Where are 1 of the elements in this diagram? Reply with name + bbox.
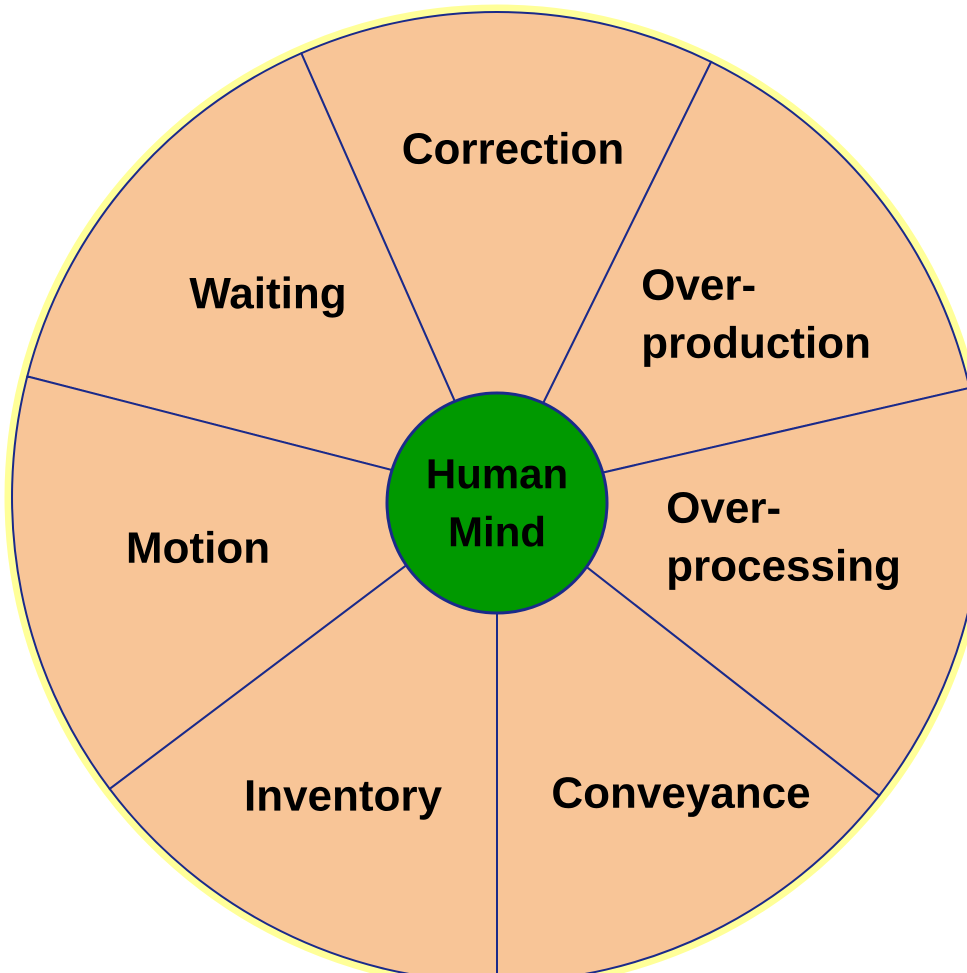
node-label: Conveyance: [553, 777, 810, 817]
